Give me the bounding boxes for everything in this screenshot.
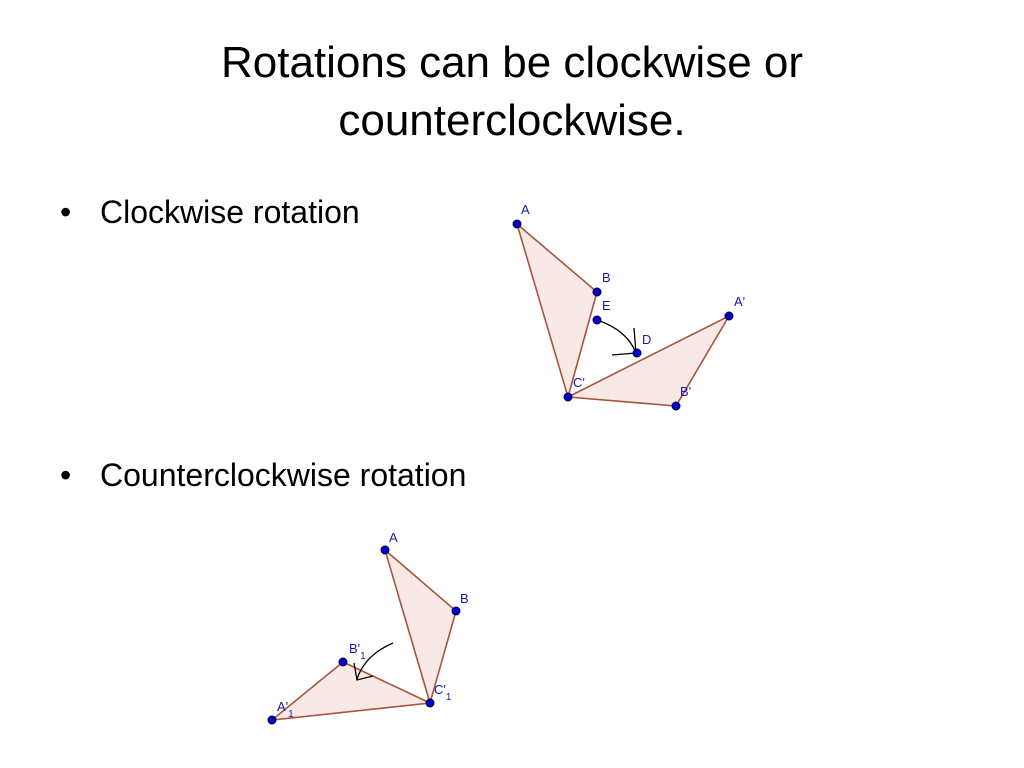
label-c-prime-subscript: 1 [446,692,452,703]
point-b-prime [338,657,348,667]
label-b-prime: B' [680,384,691,399]
bullet-clockwise: • Clockwise rotation [60,192,360,232]
bullet-text-clockwise: Clockwise rotation [100,194,360,230]
label-b-prime-subscript: 1 [360,651,366,662]
bullet-counterclockwise: • Counterclockwise rotation [60,455,466,495]
label-c-prime: C' [573,375,585,390]
label-a-prime-subscript: 1 [288,709,294,720]
label-e: E [602,298,611,313]
rotation-arrowhead [353,662,374,681]
rotation-arc [356,642,394,680]
triangle-original [383,547,457,706]
bullet-marker: • [60,194,72,230]
label-a-prime: A' [734,294,745,309]
triangle-rotated [565,314,732,407]
label-b-prime-main: B' [349,641,360,656]
label-b: B [602,270,611,285]
slide-title-line-1: Rotations can be clockwise or [220,38,804,87]
label-c-prime-main: C' [434,682,446,697]
bullet-marker: • [60,457,72,493]
label-b: B [460,591,469,606]
point-c-prime [425,698,435,708]
label-a: A [389,530,398,545]
point-c-prime [563,392,573,402]
point-d [632,348,642,358]
point-a [380,545,390,555]
point-e [592,315,602,325]
point-a-prime [267,715,277,725]
label-d: D [642,332,651,347]
bullet-text-counterclockwise: Counterclockwise rotation [100,457,467,493]
label-b-prime: B'1 [349,641,366,662]
label-a-prime-main: A' [277,699,288,714]
label-a-prime: A'1 [277,699,294,720]
label-c-prime: C'1 [434,682,452,703]
point-a [512,219,522,229]
label-a: A [521,202,530,217]
triangle-original [515,221,598,400]
rotation-arc [596,319,637,354]
point-b [592,287,602,297]
triangle-rotated [269,661,433,722]
point-b-prime [671,401,681,411]
point-a-prime [724,311,734,321]
slide-title: Rotations can be clockwise or counterclo… [0,34,1024,150]
point-b [451,606,461,616]
slide-title-line-2: counterclockwise. [338,96,686,145]
